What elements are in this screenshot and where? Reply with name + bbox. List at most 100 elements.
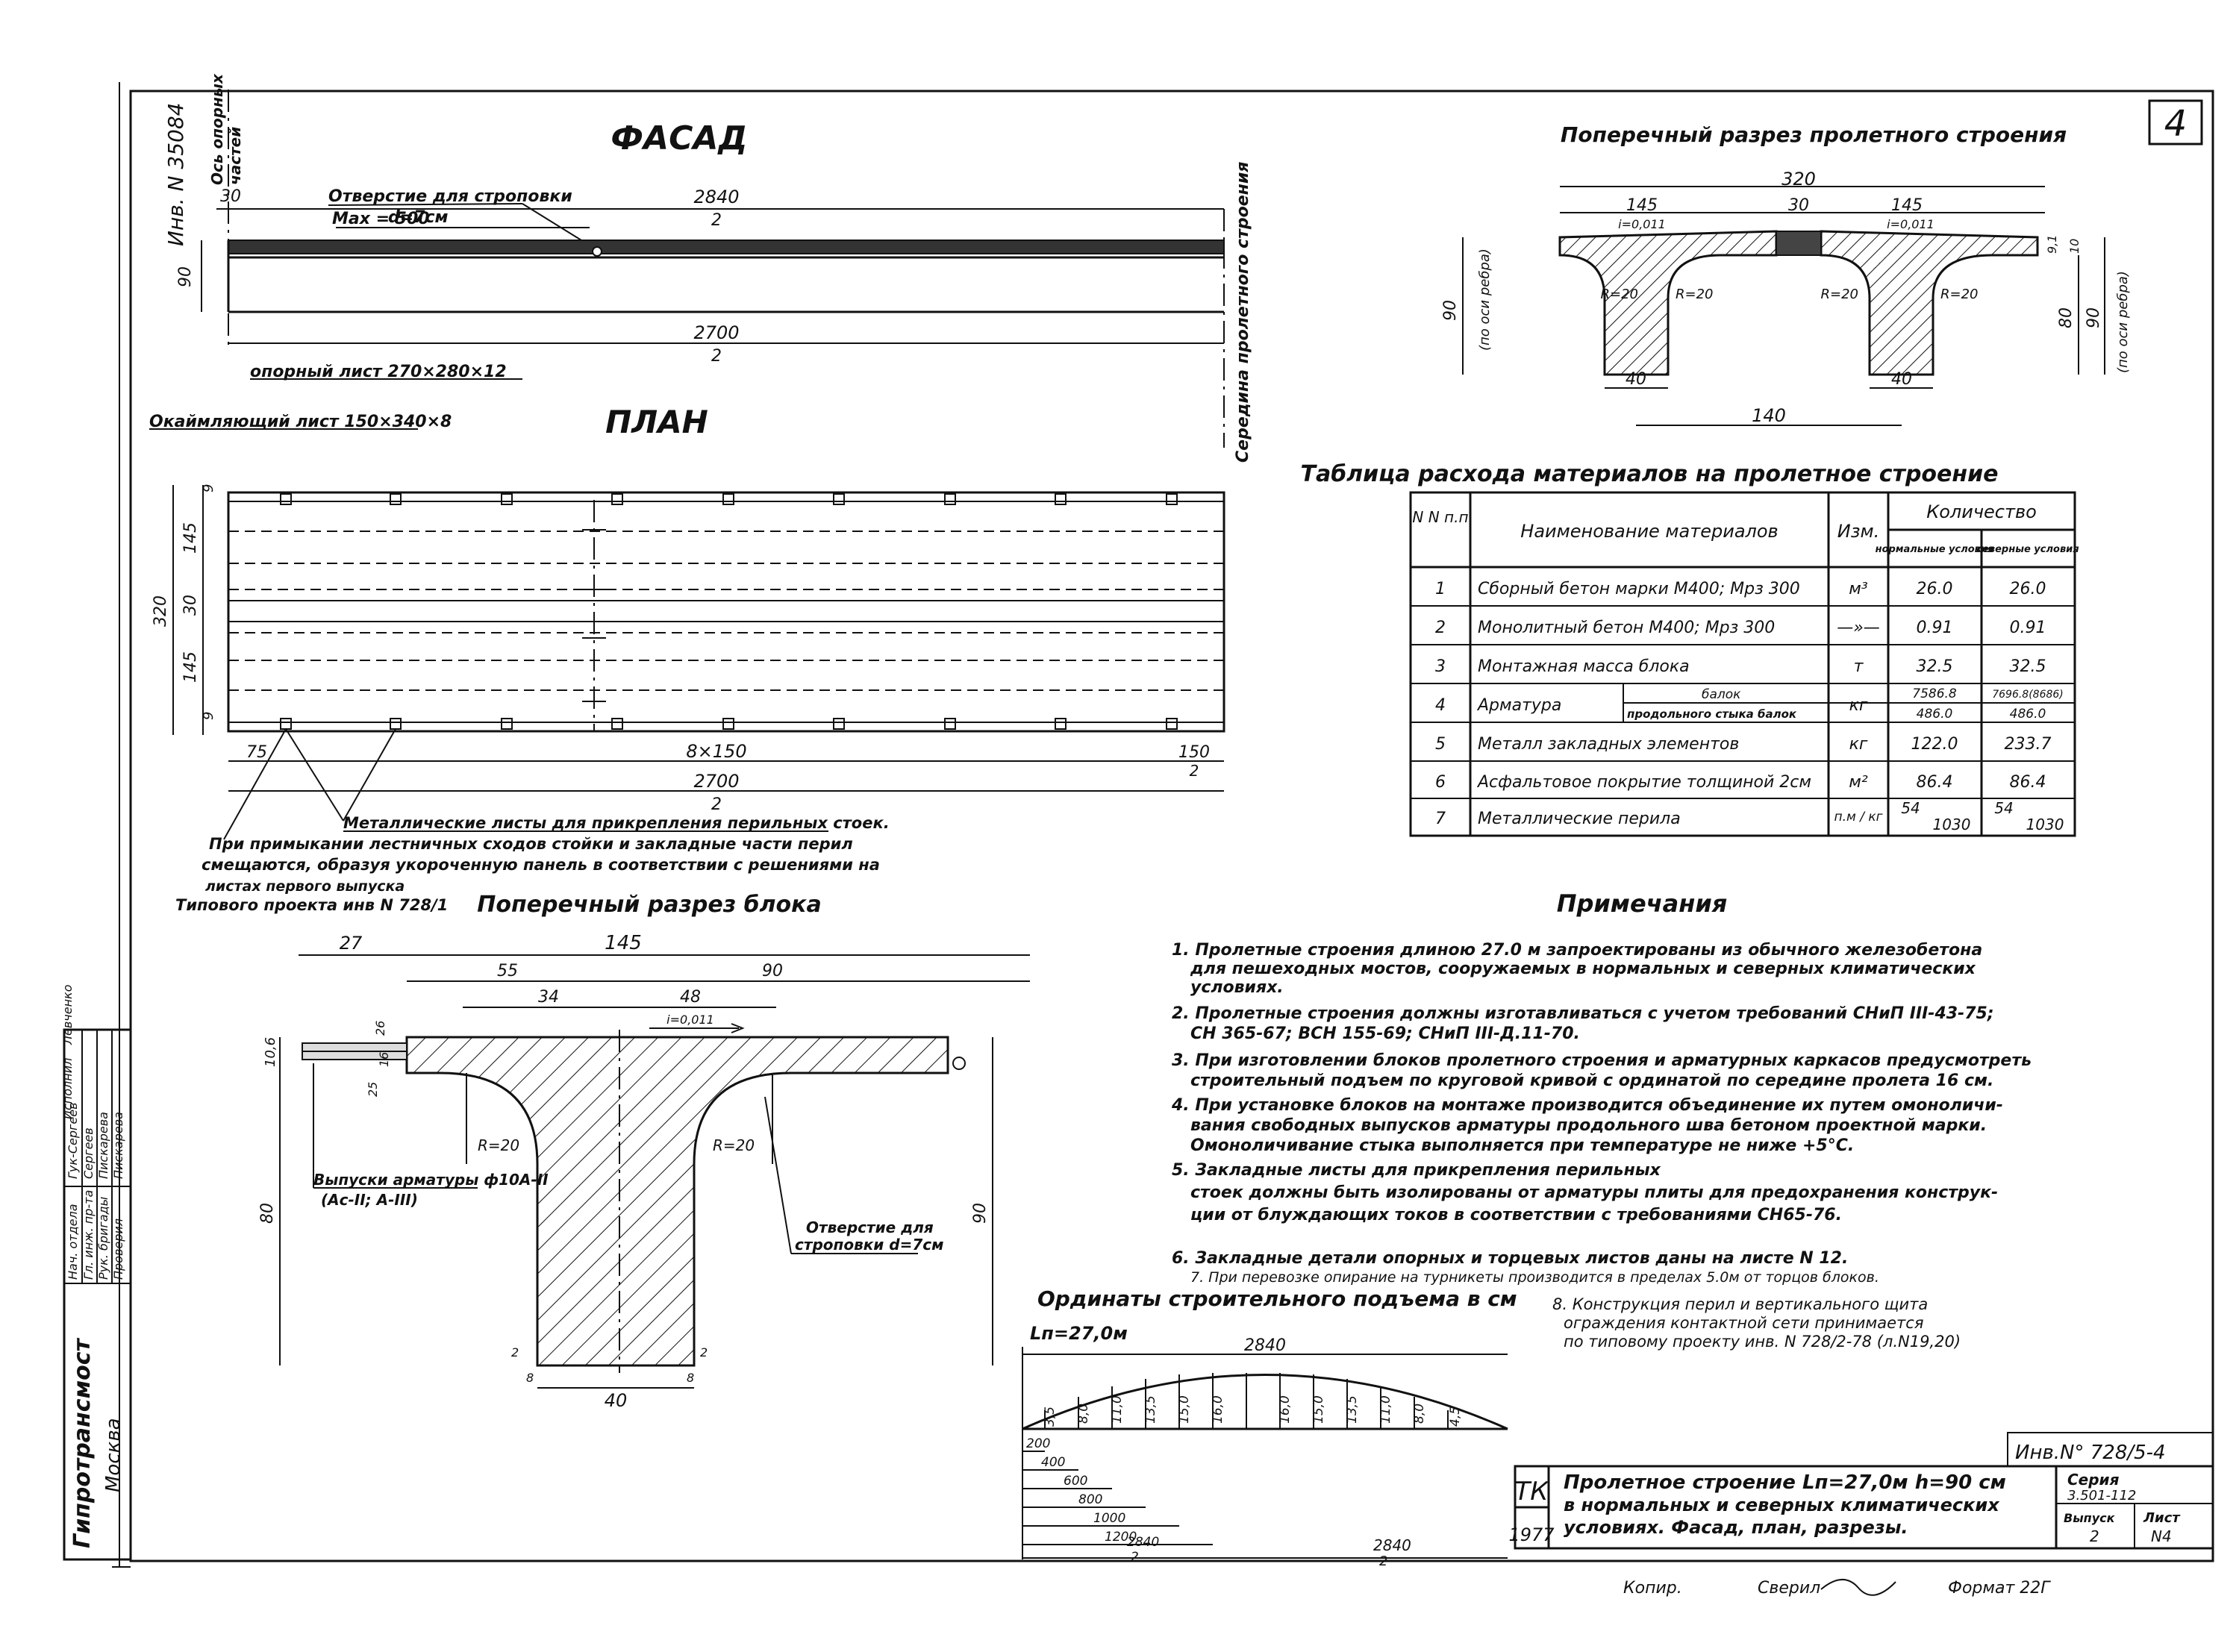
plan-dim-75: 75 bbox=[246, 743, 267, 762]
row-3-name: Монтажная масса блока bbox=[1478, 657, 1690, 676]
block-dim-145: 145 bbox=[605, 932, 642, 954]
plan-dim-9-bottom: 9 bbox=[201, 712, 216, 720]
axis-label-1: Ось опорных bbox=[208, 73, 226, 185]
span-section: Поперечный разрез пролетного строения 32… bbox=[1441, 122, 2131, 426]
left-stamp: Нач. отдела Гук-Сергеев Гл. инж. пр-та С… bbox=[60, 984, 132, 1561]
dim-2700-div: 2 bbox=[711, 347, 722, 366]
row-4-n: 4 bbox=[1435, 696, 1446, 715]
block-slope: i=0,011 bbox=[666, 1013, 714, 1027]
ordinate-7: 16,0 bbox=[1278, 1395, 1293, 1424]
table-header-qty: Количество bbox=[1926, 501, 2037, 522]
dim-2700: 2700 bbox=[693, 322, 739, 343]
table-title: Таблица расхода материалов на пролетное … bbox=[1301, 461, 1999, 487]
row-2-unit: —»— bbox=[1837, 619, 1880, 637]
ordinate-1: 3,5 bbox=[1043, 1407, 1058, 1427]
plan-footnote-4: Типового проекта инв N 728/1 bbox=[175, 896, 448, 914]
span-rib-note-left: (по оси ребра) bbox=[1477, 248, 1493, 351]
issue-value: 2 bbox=[2090, 1527, 2099, 1545]
row-2-n: 2 bbox=[1435, 619, 1446, 637]
row-5-normal: 122.0 bbox=[1911, 735, 1958, 754]
span-dim-145-left: 145 bbox=[1626, 196, 1658, 215]
plan-footnote-3: листах первого выпуска bbox=[205, 878, 405, 895]
span-dim-145-right: 145 bbox=[1891, 196, 1923, 215]
dim-90: 90 bbox=[176, 266, 195, 287]
ordinate-5: 15,0 bbox=[1177, 1395, 1192, 1424]
block-section-title: Поперечный разрез блока bbox=[477, 892, 822, 918]
row-1-unit: м³ bbox=[1849, 580, 1868, 598]
checker-signature bbox=[1820, 1579, 1896, 1596]
note-line-7: строительный подъем по круговой кривой с… bbox=[1190, 1071, 1993, 1090]
plan-dim-145-bottom: 145 bbox=[181, 651, 200, 683]
title-block: Инв.N° 728/5-4 ТК 1977 Пролетное строени… bbox=[1508, 1432, 2214, 1598]
row-3-n: 3 bbox=[1435, 657, 1446, 676]
sheet-value: N4 bbox=[2151, 1527, 2172, 1545]
sheet-number: 4 bbox=[2164, 103, 2188, 145]
row-5-unit: кг bbox=[1849, 735, 1868, 754]
plan-dim-8x150: 8×150 bbox=[686, 741, 746, 762]
dim-2840-div: 2 bbox=[711, 211, 722, 230]
staff-role-1: Нач. отдела bbox=[66, 1204, 80, 1280]
org-city: Москва bbox=[102, 1418, 125, 1492]
station-400: 400 bbox=[1041, 1455, 1065, 1470]
row-3-normal: 32.5 bbox=[1917, 657, 1953, 676]
plan-dim-150: 150 bbox=[1178, 743, 1210, 762]
row-7-unit: п.м / кг bbox=[1834, 810, 1882, 825]
camber-title: Ординаты строительного подъема в см bbox=[1037, 1286, 1517, 1311]
camber-dim-2840-top: 2840 bbox=[1244, 1336, 1286, 1355]
row-3-north: 32.5 bbox=[2010, 657, 2046, 676]
notes-title: Примечания bbox=[1557, 889, 1728, 918]
plan-dim-145-top: 145 bbox=[181, 522, 200, 554]
cover-sheet-label: Окаймляющий лист 150×340×8 bbox=[149, 413, 452, 431]
ordinate-2: 8,0 bbox=[1076, 1404, 1091, 1424]
note-line-16: 8. Конструкция перил и вертикального щит… bbox=[1552, 1295, 1928, 1313]
hole-label-1: Отверстие для строповки bbox=[328, 187, 572, 206]
span-r-1: R=20 bbox=[1601, 287, 1639, 302]
row-1-normal: 26.0 bbox=[1917, 580, 1953, 598]
row-7-north2: 1030 bbox=[2026, 816, 2064, 833]
hole-block-1: Отверстие для bbox=[806, 1218, 934, 1236]
table-header-name: Наименование материалов bbox=[1520, 521, 1778, 542]
note-line-1: 1. Пролетные строения длиною 27.0 м запр… bbox=[1172, 941, 1982, 960]
row-6-n: 6 bbox=[1435, 773, 1446, 792]
span-dim-90-right: 90 bbox=[2085, 307, 2103, 328]
note-line-10: Омоноличивание стыка выполняется при тем… bbox=[1190, 1136, 1854, 1155]
note-line-15: 7. При перевозке опирание на турникеты п… bbox=[1190, 1269, 1879, 1286]
materials-table: Таблица расхода материалов на пролетное … bbox=[1301, 461, 2079, 837]
note-line-18: по типовому проекту инв. N 728/2-78 (л.N… bbox=[1564, 1333, 1961, 1351]
plan-dim-320: 320 bbox=[152, 595, 170, 627]
station-1000: 1000 bbox=[1093, 1511, 1125, 1526]
station-600: 600 bbox=[1064, 1474, 1087, 1489]
staff-name-1: Гук-Сергеев bbox=[66, 1102, 80, 1179]
camber-dim-2840-left-div: 2 bbox=[1379, 1554, 1387, 1569]
title-line-1: Пролетное строение Lп=27,0м h=90 см bbox=[1564, 1471, 2006, 1494]
rebar-label-2: (Ас-II; А-III) bbox=[321, 1191, 418, 1209]
block-dim-25: 25 bbox=[366, 1082, 380, 1097]
block-dim-40: 40 bbox=[605, 1390, 628, 1411]
hole-label-2: d=7см bbox=[388, 208, 449, 227]
span-slope-right: i=0,011 bbox=[1887, 217, 1934, 231]
row-6-north: 86.4 bbox=[2010, 773, 2046, 792]
block-dim-10-6: 10,6 bbox=[263, 1037, 278, 1067]
block-dim-90-top: 90 bbox=[762, 962, 783, 980]
midspan-label: Середина пролетного строения bbox=[1234, 162, 1252, 463]
row-7-n: 7 bbox=[1435, 810, 1446, 828]
note-line-14: 6. Закладные детали опорных и торцевых л… bbox=[1172, 1249, 1848, 1268]
note-line-2: для пешеходных мостов, сооружаемых в нор… bbox=[1190, 960, 1976, 978]
block-dim-2-left: 2 bbox=[511, 1345, 519, 1360]
note-line-6: 3. При изготовлении блоков пролетного ст… bbox=[1172, 1051, 2032, 1070]
staff-name-2: Сергеев bbox=[81, 1127, 96, 1179]
row-4-normal2: 486.0 bbox=[1917, 707, 1953, 722]
note-line-5: СН 365-67; ВСН 155-69; СНиП III-Д.11-70. bbox=[1190, 1024, 1580, 1043]
span-slope-left: i=0,011 bbox=[1618, 217, 1666, 231]
row-4-sub1: балок bbox=[1702, 687, 1741, 702]
series-label: Серия bbox=[2067, 1471, 2120, 1489]
hole-block-2: строповки d=7см bbox=[795, 1236, 943, 1254]
row-7-north: 54 bbox=[1994, 799, 2013, 817]
row-5-n: 5 bbox=[1435, 735, 1446, 754]
row-4-sub2: продольного стыка балок bbox=[1627, 707, 1797, 721]
span-rib-note-right: (по оси ребра) bbox=[2115, 271, 2131, 373]
support-sheet-label: опорный лист 270×280×12 bbox=[250, 363, 507, 381]
dim-2840: 2840 bbox=[693, 187, 739, 207]
row-4-north2: 486.0 bbox=[2010, 707, 2046, 722]
